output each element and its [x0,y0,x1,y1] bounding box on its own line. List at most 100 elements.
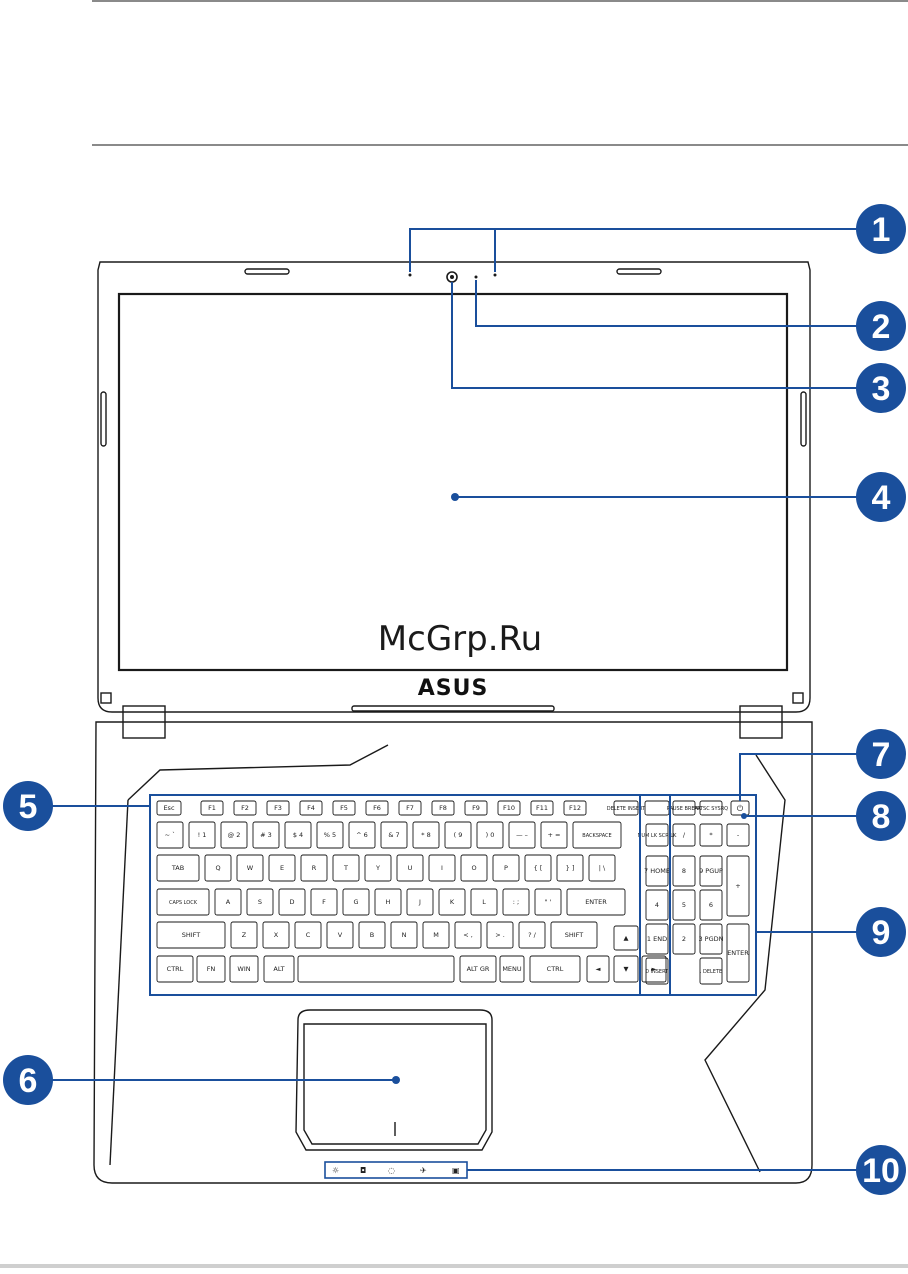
svg-text:F4: F4 [307,804,315,812]
svg-text:D: D [289,898,294,906]
svg-text:@ 2: @ 2 [228,831,241,839]
key-num: ! 1 [188,821,216,849]
svg-text:◄: ◄ [596,965,601,973]
key-top: I [428,854,456,882]
svg-text:NUM LK SCR LK: NUM LK SCR LK [638,833,677,839]
svg-text:◌: ◌ [388,1166,395,1175]
key-f9: F9 [464,800,488,816]
svg-text:8: 8 [682,867,686,875]
key-bottom: SHIFT [156,921,226,949]
key-home: K [438,888,466,916]
touchpad-outline [295,1009,493,1151]
key-prtsc-sysrq: PRTSC SYSRQ [694,800,728,816]
svg-text:F5: F5 [340,804,348,812]
svg-text:} ]: } ] [566,864,575,872]
svg-text:1 END: 1 END [647,935,667,943]
numpad-key: . DELETE [699,957,723,985]
key-num: @ 2 [220,821,248,849]
key-f12: F12 [563,800,587,816]
numpad-key: 9 PGUP [699,855,723,887]
numpad-key: / [672,823,696,847]
svg-text:| \: | \ [599,864,606,872]
microphone-right [493,273,497,277]
top-rule [92,0,908,2]
numpad-key: NUM LK SCR LK [638,823,677,847]
key-top: W [236,854,264,882]
key-bottom: X [262,921,290,949]
power-icon: ⏻ [737,804,744,813]
callout-number: 2 [872,308,891,346]
svg-text:Y: Y [375,864,380,872]
lid-outline [97,261,811,713]
key-bottom: C [294,921,322,949]
svg-text:> .: > . [495,931,505,939]
svg-text:6: 6 [709,901,713,909]
key-bottom: Z [230,921,258,949]
svg-text:— –: — – [516,831,528,839]
key-home: : ; [502,888,530,916]
svg-text:^ 6: ^ 6 [356,831,368,839]
camera-indicator [474,275,478,279]
led-indicator-icons: ☼ ◘ ◌ ✈ ▣ [332,1166,460,1175]
callout-number: 10 [862,1152,900,1190]
svg-text:$ 4: $ 4 [293,831,303,839]
key-f3: F3 [266,800,290,816]
callout-number: 9 [872,914,891,952]
svg-text:* 8: * 8 [421,831,430,839]
svg-text:0 INSERT: 0 INSERT [646,969,669,975]
callout-badge-6: 6 [3,1055,53,1105]
callout-badge-7: 7 [856,729,906,779]
svg-text:◘: ◘ [360,1166,366,1175]
key-bottom: B [358,921,386,949]
svg-text:N: N [402,931,407,939]
key-arrow-up: ▲ [613,925,639,951]
key-num: * 8 [412,821,440,849]
key-f6: F6 [365,800,389,816]
callout-badge-8: 8 [856,791,906,841]
svg-text:F8: F8 [439,804,447,812]
key-top: R [300,854,328,882]
numpad-key: 1 END [645,923,669,955]
key-windows: WIN [229,955,259,983]
callout-number: 1 [872,211,891,249]
svg-text:+: + [735,882,740,890]
key-rog [644,800,670,816]
key-f8: F8 [431,800,455,816]
svg-text:4: 4 [655,901,659,909]
svg-text:PRTSC SYSRQ: PRTSC SYSRQ [694,806,728,812]
key-num: $ 4 [284,821,312,849]
svg-text:/: / [683,831,686,839]
numpad-key: 2 [672,923,696,955]
callout-badge-10: 10 [856,1145,906,1195]
svg-text:& 7: & 7 [388,831,399,839]
key-num: & 7 [380,821,408,849]
svg-text:FN: FN [207,965,216,973]
key-home: L [470,888,498,916]
footer-rule [0,1264,908,1268]
key-top: | \ [588,854,616,882]
callout-badge-4: 4 [856,472,906,522]
key-pause-break: PAUSE BREAK [667,800,702,816]
callout-badge-1: 1 [856,204,906,254]
key-home: " ' [534,888,562,916]
numpad-key: ENTER [726,923,750,983]
key-bottom: V [326,921,354,949]
svg-text:: ;: : ; [513,898,519,906]
key-delete-insert: DELETE INSERT [607,800,646,816]
key-f7: F7 [398,800,422,816]
key-home: F [310,888,338,916]
key-space [297,955,455,983]
key-top: Q [204,854,232,882]
svg-text:J: J [418,898,421,906]
callout-badges: 1 2 3 4 5 6 7 8 9 10 [3,204,906,1195]
svg-text:ENTER: ENTER [727,949,749,957]
svg-text:F9: F9 [472,804,480,812]
numpad-key: 6 [699,889,723,921]
key-bottom: N [390,921,418,949]
svg-text:CAPS LOCK: CAPS LOCK [169,900,198,906]
callout-lines [50,228,858,1171]
numpad-key: 5 [672,889,696,921]
svg-text:▼: ▼ [624,965,629,973]
callout-badge-3: 3 [856,363,906,413]
